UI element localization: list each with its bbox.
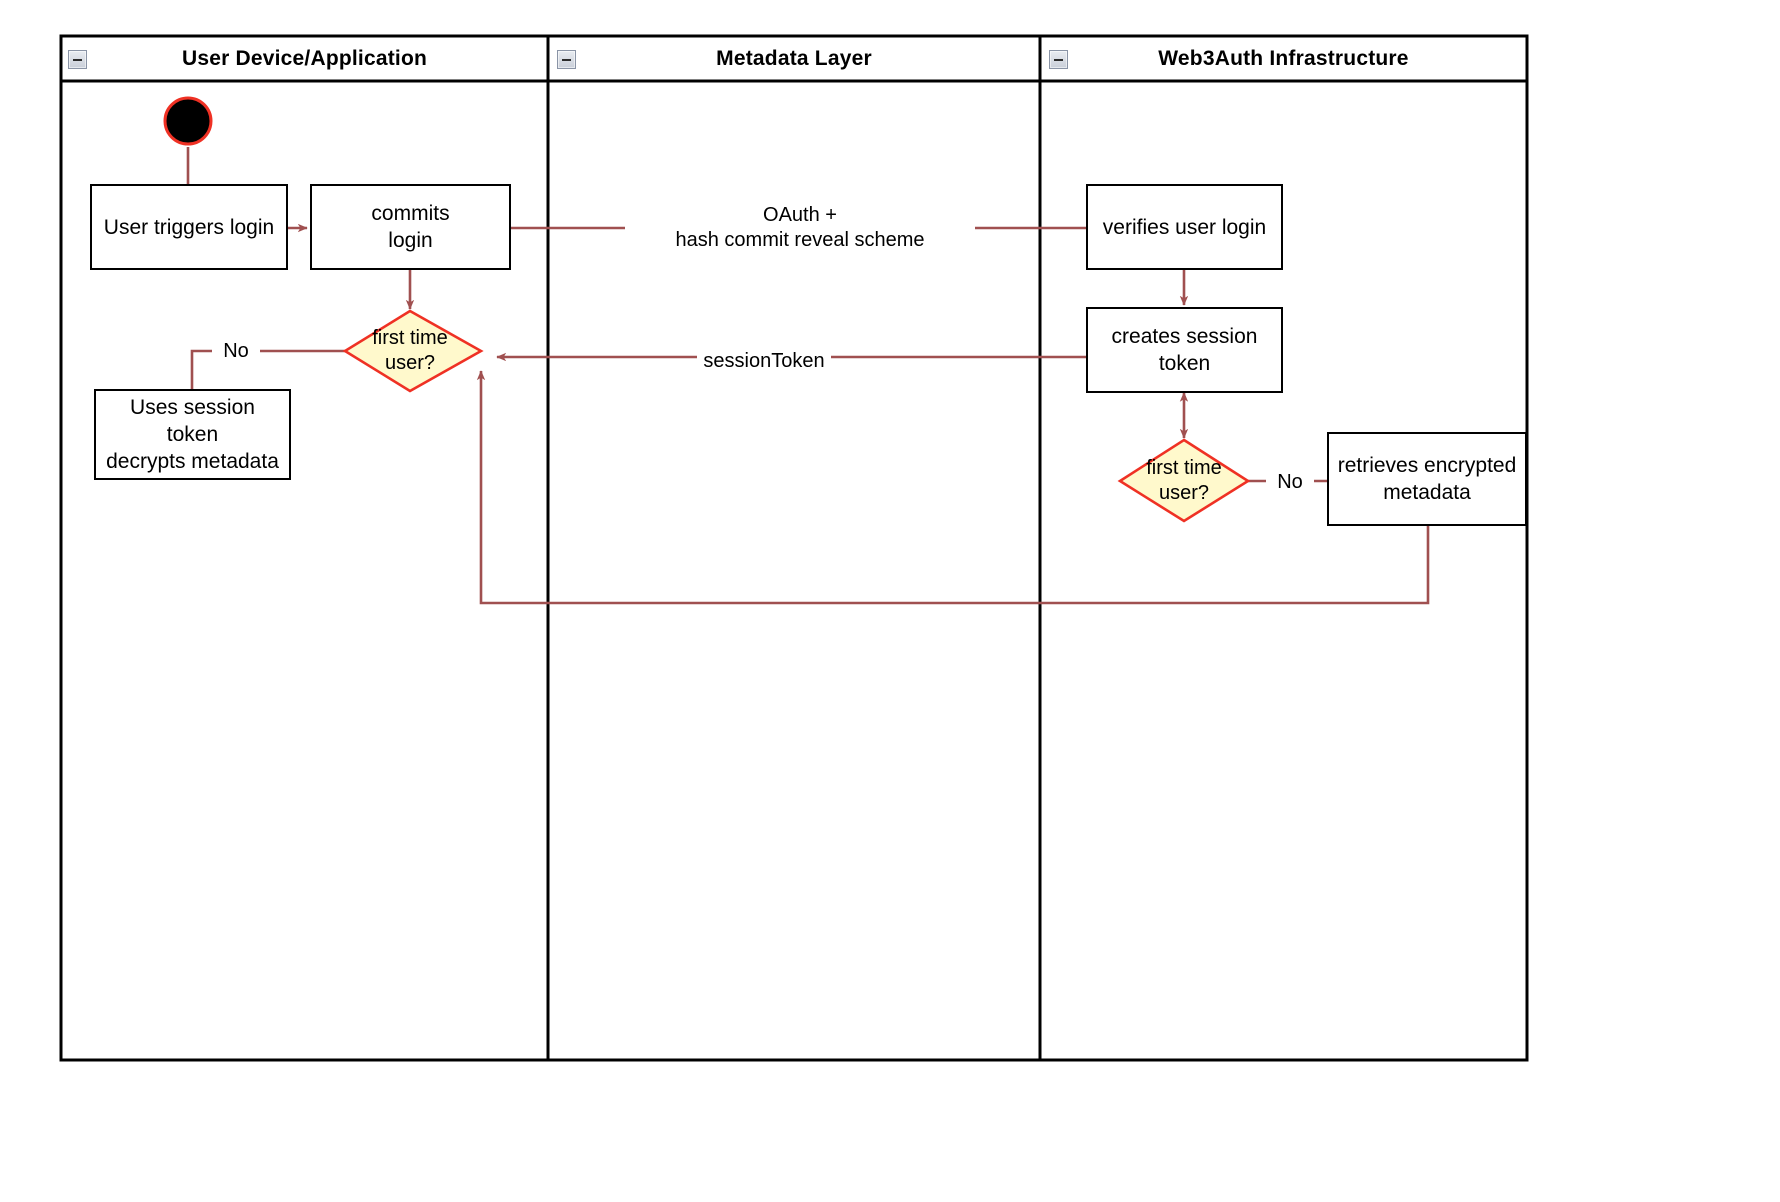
lane-collapse-icon-metadata[interactable] bbox=[557, 50, 576, 69]
decision-shapes bbox=[342, 309, 1251, 523]
decision-first-time-user-left bbox=[342, 309, 484, 393]
node-creates-session-token[interactable]: creates session token bbox=[1086, 307, 1283, 393]
lane-collapse-icon-web3auth[interactable] bbox=[1049, 50, 1068, 69]
node-uses-session-token[interactable]: Uses session token decrypts metadata bbox=[94, 389, 291, 480]
lane-collapse-icon-user-device[interactable] bbox=[68, 50, 87, 69]
decision-label-first-time-user-left[interactable]: first time user? bbox=[372, 327, 448, 374]
node-user-triggers-login[interactable]: User triggers login bbox=[90, 184, 288, 270]
edge-decision-left-to-uses-session bbox=[190, 349, 345, 389]
node-commits-login[interactable]: commits login bbox=[310, 184, 511, 270]
node-retrieves-encrypted-metadata[interactable]: retrieves encrypted metadata bbox=[1327, 432, 1527, 526]
node-verifies-user-login[interactable]: verifies user login bbox=[1086, 184, 1283, 270]
start-node bbox=[163, 96, 213, 146]
edge-retrieves-back-to-decision-left bbox=[476, 370, 1430, 605]
decision-label-first-time-user-right[interactable]: first time user? bbox=[1146, 457, 1222, 504]
decision-first-time-user-right bbox=[1117, 438, 1251, 523]
